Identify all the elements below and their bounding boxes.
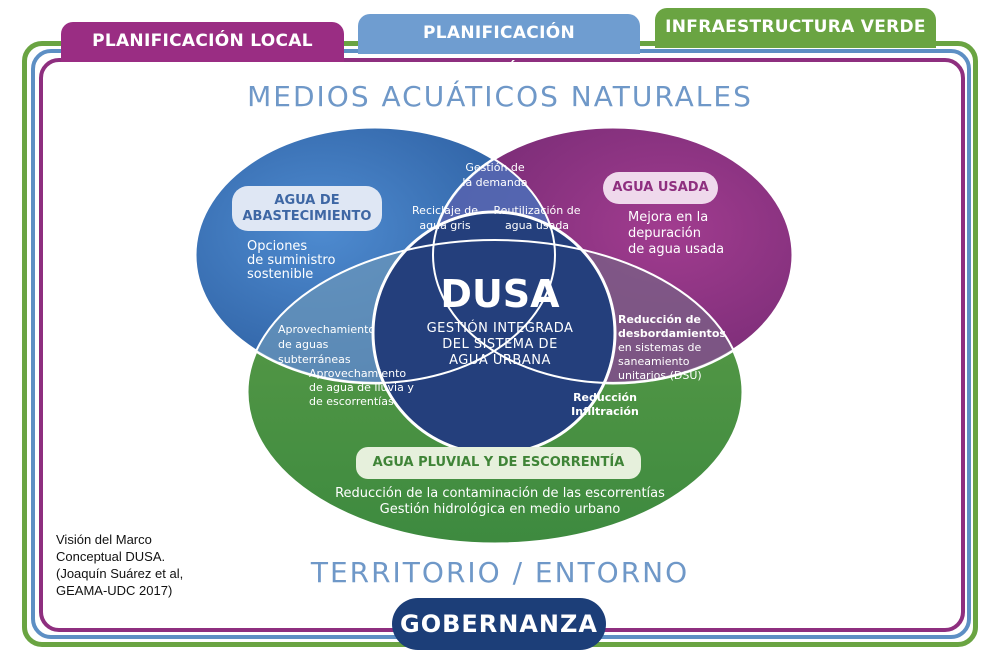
governance-badge: GOBERNANZA	[392, 598, 606, 650]
overlap-used-storm	[433, 240, 743, 383]
rainwater-use-label: Aprovechamiento de agua de lluvia y de e…	[309, 367, 414, 408]
tab-planificacion-local: PLANIFICACIÓN LOCAL	[61, 22, 344, 62]
supply-water-desc: Opciones de suministro sostenible	[247, 239, 336, 282]
territory-title: TERRITORIO / ENTORNO	[310, 556, 690, 589]
demand-management-label: Gestión de la demanda	[462, 161, 528, 189]
dsu-reduction-label: Reducción de desbordamientos en sistemas…	[618, 313, 726, 382]
natural-aquatic-media-title: MEDIOS ACUÁTICOS NATURALES	[247, 80, 753, 113]
used-water-reuse-label: Reutilización de agua usada	[493, 204, 581, 232]
infiltration-reduction-label: Reducción Infiltración	[571, 391, 639, 418]
overlap-supply-storm	[247, 240, 555, 383]
used-water-desc: Mejora en la depuración de agua usada	[628, 210, 725, 257]
tab-infraestructura-verde: INFRAESTRUCTURA VERDE	[655, 8, 936, 48]
supply-water-label: AGUA DE ABASTECIMIENTO	[232, 186, 382, 231]
figure-caption: Visión del Marco Conceptual DUSA. (Joaqu…	[56, 532, 184, 598]
tab-planificacion-hidrologica: PLANIFICACIÓN HIDROLÓGICA	[358, 14, 640, 81]
dusa-subtitle: GESTIÓN INTEGRADA DEL SISTEMA DE AGUA UR…	[426, 321, 574, 368]
dusa-title: DUSA	[440, 272, 560, 316]
groundwater-use-label: Aprovechamiento de aguas subterráneas	[278, 323, 376, 366]
grey-water-recycling-label: Reciclaje de agua gris	[412, 204, 478, 232]
used-water-label: AGUA USADA	[603, 172, 718, 204]
storm-water-desc: Reducción de la contaminación de las esc…	[335, 486, 665, 517]
storm-water-label: AGUA PLUVIAL Y DE ESCORRENTÍA	[356, 447, 641, 479]
